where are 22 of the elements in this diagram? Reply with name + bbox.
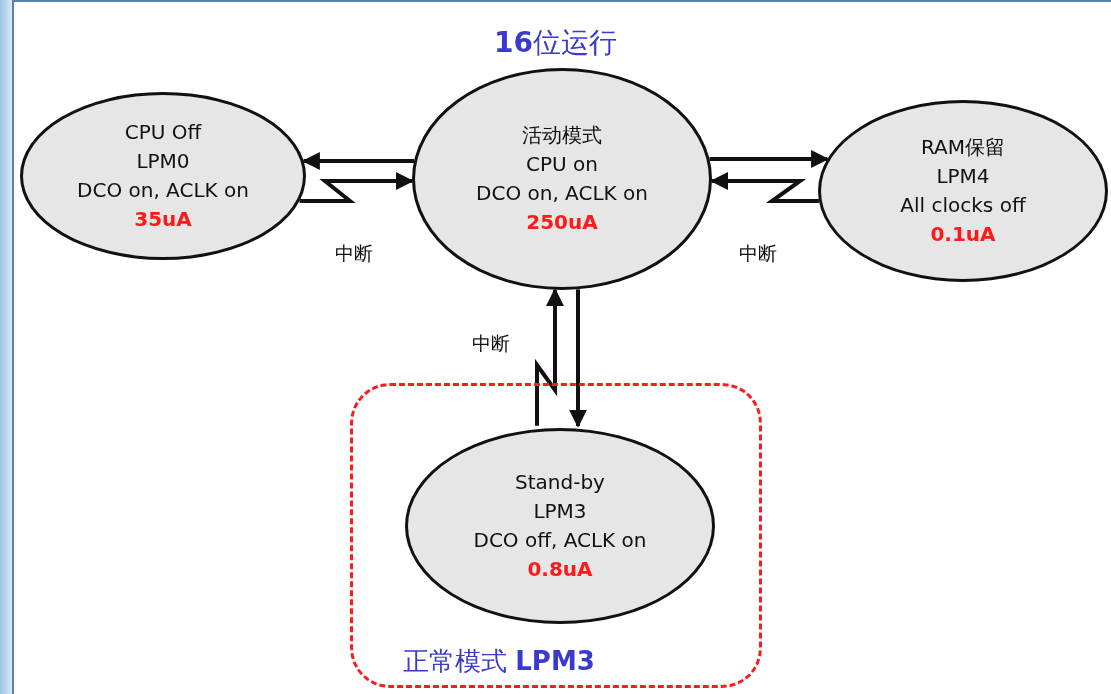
interrupt-arrow bbox=[535, 288, 564, 426]
state-text: DCO on, ACLK on bbox=[476, 180, 648, 207]
current-value: 250uA bbox=[526, 209, 598, 236]
current-value: 0.1uA bbox=[930, 221, 996, 248]
state-text: LPM0 bbox=[136, 148, 190, 175]
interrupt-arrow bbox=[710, 172, 819, 203]
state-text: LPM3 bbox=[533, 498, 587, 525]
state-text: DCO off, ACLK on bbox=[473, 527, 647, 554]
arrow bbox=[569, 289, 587, 428]
current-value: 35uA bbox=[134, 206, 192, 233]
state-text: All clocks off bbox=[900, 192, 1026, 219]
state-text: Stand-by bbox=[515, 469, 605, 496]
state-text: CPU Off bbox=[124, 119, 202, 146]
mode-group-box bbox=[350, 383, 762, 688]
state-text: LPM4 bbox=[936, 163, 990, 190]
state-text: 活动模式 bbox=[522, 122, 602, 149]
current-value: 0.8uA bbox=[527, 556, 593, 583]
state-text: DCO on, ACLK on bbox=[77, 177, 249, 204]
diagram-title: 16位运行 bbox=[494, 25, 617, 61]
state-text: CPU on bbox=[526, 151, 598, 178]
group-label: 正常模式 LPM3 bbox=[402, 645, 595, 678]
state-text: RAM保留 bbox=[921, 134, 1005, 161]
